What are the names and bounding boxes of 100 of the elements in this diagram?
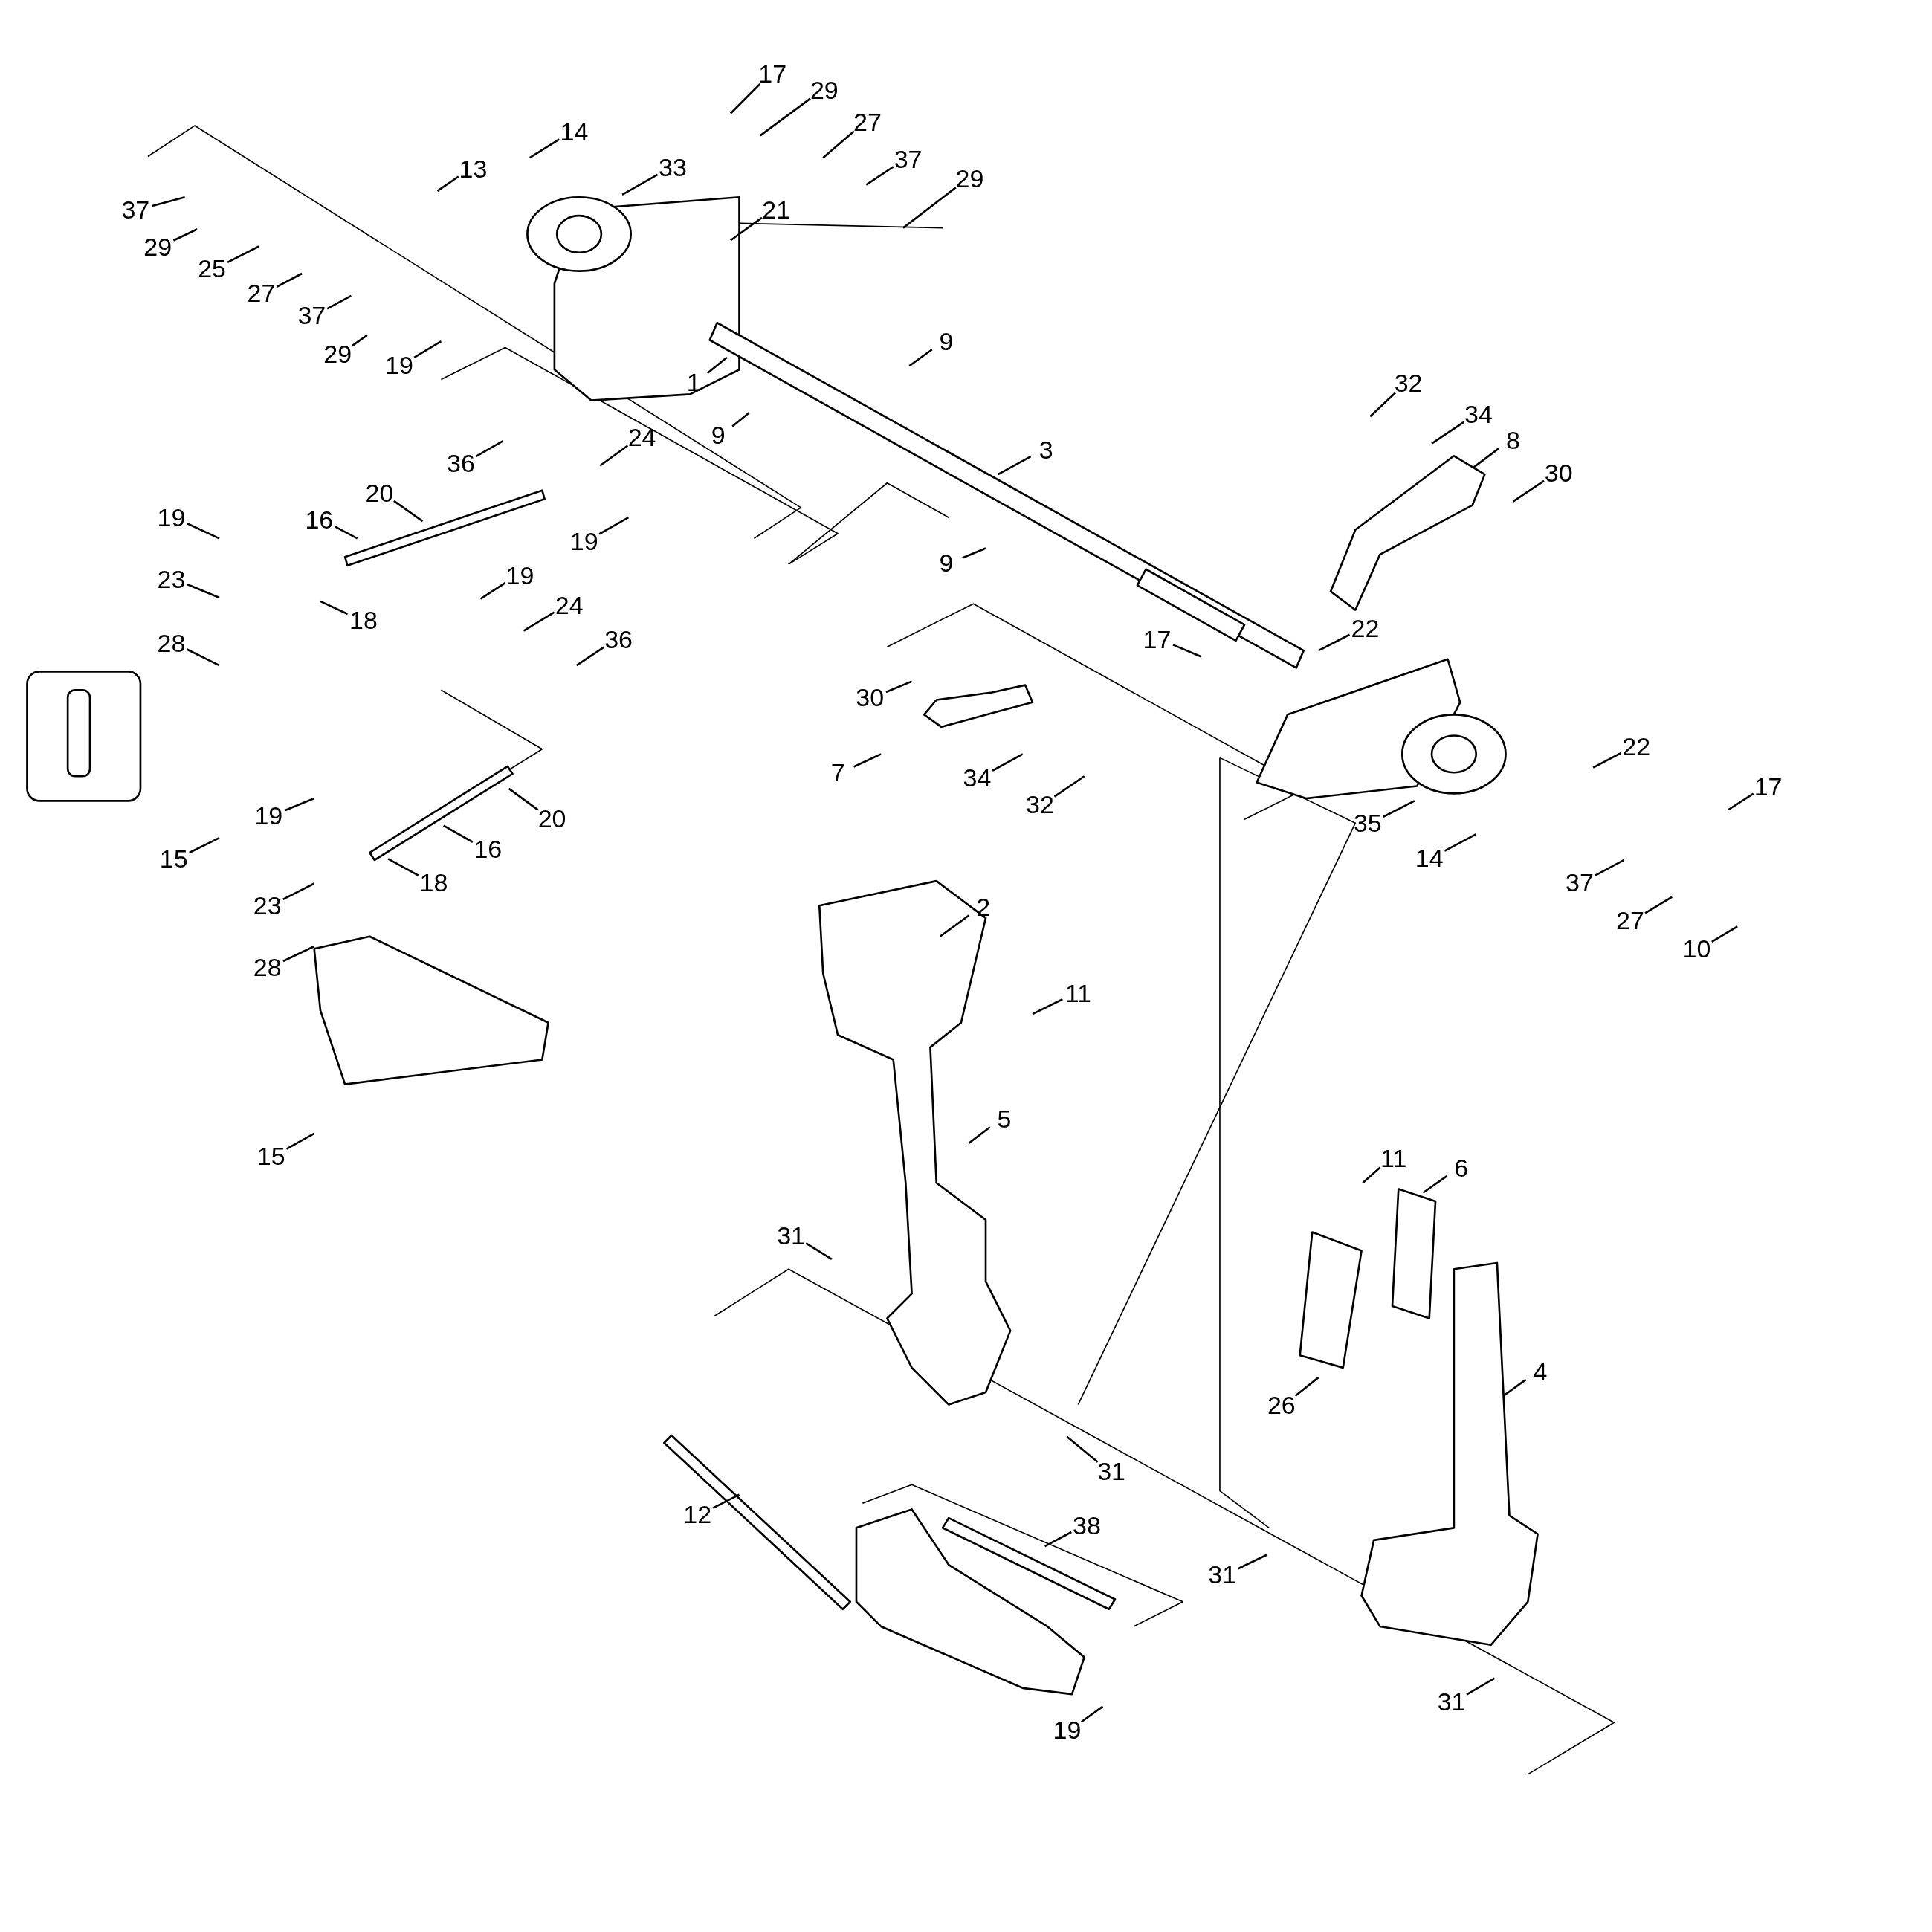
leader-line — [393, 500, 424, 523]
callout-number: 19 — [157, 505, 186, 531]
callout-number: 27 — [247, 280, 276, 306]
callout-number: 34 — [1464, 401, 1493, 427]
callout-number: 11 — [1380, 1146, 1407, 1172]
callout-number: 9 — [711, 422, 726, 448]
callout-number: 5 — [997, 1106, 1012, 1132]
callout-number: 11 — [1064, 980, 1091, 1006]
callout-number: 27 — [1616, 908, 1644, 934]
callout-number: 29 — [810, 77, 839, 103]
leader-line — [189, 836, 220, 854]
leader-line — [1444, 833, 1477, 852]
callout-number: 31 — [1208, 1562, 1237, 1588]
callout-number: 22 — [1622, 734, 1651, 760]
leader-line — [1471, 448, 1500, 469]
leader-line — [902, 187, 957, 229]
callout-number: 31 — [1097, 1458, 1125, 1484]
leader-line — [475, 440, 503, 458]
callout-number: 27 — [853, 109, 882, 135]
callout-number: 6 — [1454, 1155, 1469, 1181]
leader-line — [1711, 925, 1738, 943]
leader-line — [1044, 1531, 1072, 1548]
callout-number: 3 — [1038, 437, 1053, 462]
callout-number: 8 — [1506, 427, 1520, 453]
callout-number: 31 — [1437, 1689, 1466, 1715]
leader-line — [1369, 392, 1396, 418]
leader-line — [326, 294, 352, 310]
callout-number: 16 — [305, 507, 334, 533]
leader-line — [186, 648, 220, 667]
leader-line — [865, 166, 894, 186]
callout-number: 10 — [1682, 936, 1711, 962]
leader-line — [282, 882, 315, 900]
leader-line — [1294, 1377, 1319, 1397]
leader-line — [187, 583, 220, 599]
callout-number: 4 — [1533, 1358, 1548, 1384]
callout-number: 17 — [1143, 627, 1172, 653]
callout-number: 24 — [627, 424, 656, 450]
leader-line — [172, 228, 198, 242]
leader-line — [729, 83, 761, 114]
callout-number: 28 — [157, 630, 186, 656]
leader-line — [1081, 1705, 1104, 1723]
leader-line — [968, 1126, 991, 1145]
leader-line — [1066, 1435, 1099, 1463]
leader-line — [706, 356, 728, 375]
callout-number: 15 — [256, 1143, 285, 1169]
callout-number: 13 — [459, 156, 488, 182]
leader-line — [152, 196, 185, 207]
leader-line — [1466, 1677, 1496, 1696]
callout-number: 37 — [1566, 869, 1594, 895]
callout-number: 30 — [856, 685, 885, 711]
leader-line — [1053, 775, 1085, 798]
callout-number: 19 — [385, 352, 413, 378]
callout-number: 14 — [560, 119, 589, 145]
leader-line — [1317, 633, 1351, 652]
leader-line — [443, 824, 474, 843]
leader-line — [285, 1132, 315, 1150]
callout-number: 23 — [157, 566, 186, 592]
leader-line — [1502, 1378, 1527, 1398]
callout-number: 15 — [159, 846, 188, 872]
callout-number: 23 — [253, 893, 282, 919]
callout-number: 25 — [198, 256, 226, 282]
callout-number: 9 — [939, 329, 954, 355]
leader-line — [712, 1493, 740, 1509]
callout-number: 14 — [1415, 844, 1444, 870]
leader-line — [1362, 1166, 1381, 1184]
leader-line — [1431, 421, 1465, 445]
leader-line — [997, 455, 1032, 476]
leader-line — [885, 680, 913, 694]
leader-line — [1422, 1175, 1448, 1194]
leader-line — [1728, 792, 1754, 811]
leader-line — [1237, 1554, 1267, 1570]
leader-line — [805, 1242, 833, 1261]
callout-number: 24 — [555, 592, 584, 618]
leader-line — [1644, 896, 1673, 914]
leader-line — [282, 945, 315, 963]
callout-number: 36 — [447, 450, 475, 476]
leader-line — [352, 334, 368, 347]
callout-number: 29 — [955, 166, 984, 192]
callout-number: 16 — [474, 836, 503, 862]
leader-line — [436, 175, 459, 192]
leader-line — [276, 272, 303, 288]
leader-line — [523, 611, 555, 632]
leader-line — [1172, 644, 1202, 658]
callout-number: 17 — [758, 61, 787, 87]
leader-line — [759, 97, 811, 137]
callout-number: 29 — [323, 340, 352, 366]
leader-line — [1032, 998, 1063, 1015]
callout-number: 19 — [1053, 1717, 1082, 1743]
callout-number: 19 — [569, 528, 598, 554]
callout-number: 31 — [777, 1223, 806, 1249]
callout-number: 26 — [1267, 1392, 1296, 1418]
leader-line — [1512, 479, 1545, 503]
callout-number: 38 — [1073, 1513, 1101, 1538]
callout-number: 29 — [143, 233, 172, 259]
callout-number: 37 — [894, 146, 923, 172]
callout-number: 34 — [963, 764, 992, 790]
leader-line — [529, 138, 560, 159]
callout-number: 19 — [254, 803, 283, 829]
leader-line — [822, 130, 855, 159]
callout-number: 22 — [1351, 616, 1380, 642]
